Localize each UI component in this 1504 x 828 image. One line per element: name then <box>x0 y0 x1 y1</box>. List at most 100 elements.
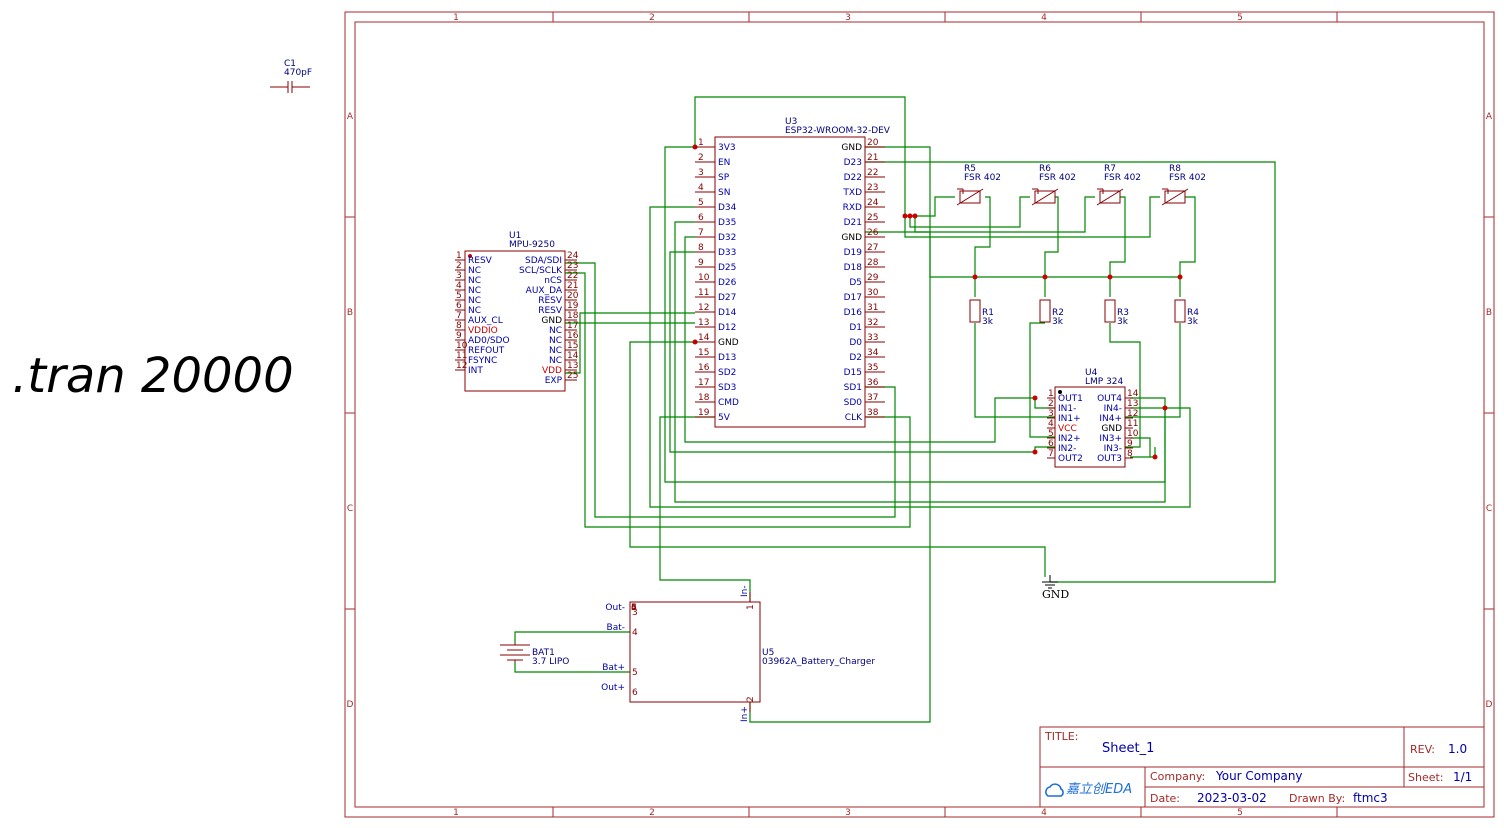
u3-pin-num: 17 <box>698 378 709 388</box>
tb-drawn-value[interactable]: ftmc3 <box>1353 791 1388 805</box>
frame-col-top: 3 <box>845 13 851 23</box>
u1-pin-num: 7 <box>456 311 462 321</box>
u3-pin-name: D1 <box>849 323 862 333</box>
u1-pin-num: 25 <box>567 371 578 381</box>
u4-pin-num: 9 <box>1127 439 1133 449</box>
u1-pin-num: 11 <box>456 351 467 361</box>
u3-pin-num: 23 <box>867 183 878 193</box>
u3-pin-name: D33 <box>718 248 736 258</box>
module-u5-charger[interactable]: U5 03962A_Battery_Charger In- 1 In+ 2 34… <box>601 585 875 722</box>
u3-pin-num: 12 <box>698 303 709 313</box>
u3-pin-num: 30 <box>867 288 879 298</box>
u5-pin-num: 3 <box>632 608 638 618</box>
u3-pin-name: D35 <box>718 218 736 228</box>
u1-pin-name: NC <box>468 276 481 286</box>
capacitor-c1[interactable]: C1 470pF <box>270 59 312 93</box>
u3-pin-num: 31 <box>867 303 878 313</box>
tb-logo-text: 嘉立创EDA <box>1066 782 1132 797</box>
spice-directive[interactable]: .tran 20000 <box>12 348 294 404</box>
u1-pin-name: SDA/SDI <box>525 256 562 266</box>
u3-pin-name: TXD <box>842 188 862 198</box>
u4-pin-name: OUT3 <box>1097 454 1122 464</box>
u4-pin-name: IN2+ <box>1058 434 1081 444</box>
frame-col-bottom: 1 <box>453 808 459 818</box>
frame-row-left: C <box>347 504 353 514</box>
u1-pin-name: AUX_DA <box>526 286 563 296</box>
u4-pin-num: 12 <box>1127 409 1138 419</box>
u3-pin-name: SN <box>718 188 730 198</box>
tb-rev-value[interactable]: 1.0 <box>1448 742 1467 756</box>
u3-value: ESP32-WROOM-32-DEV <box>785 126 891 136</box>
junctions <box>692 144 1183 460</box>
u3-pin-num: 11 <box>698 288 709 298</box>
frame-col-bottom: 2 <box>649 808 655 818</box>
u5-pin-1-num: 1 <box>746 604 756 610</box>
tb-company-label: Company: <box>1150 770 1205 783</box>
u3-pin-name: D34 <box>718 203 737 213</box>
u1-pin-name: VDDIO <box>468 326 498 336</box>
fsr-value: FSR 402 <box>1104 173 1141 183</box>
u4-pin-num: 10 <box>1127 429 1139 439</box>
tb-date-value[interactable]: 2023-03-02 <box>1197 791 1267 805</box>
u3-pin-name: D0 <box>849 338 862 348</box>
u5-pin-num: 4 <box>632 628 638 638</box>
u1-pin-num: 3 <box>456 271 462 281</box>
u3-pin-num: 14 <box>698 333 710 343</box>
u4-pin-name: OUT2 <box>1058 454 1083 464</box>
wires <box>514 96 1276 723</box>
tb-sheet-value: 1/1 <box>1453 770 1472 784</box>
u3-pin-num: 1 <box>698 138 704 148</box>
u3-pin-name: 5V <box>718 413 731 423</box>
gnd-label: GND <box>1042 588 1069 601</box>
tb-title-value[interactable]: Sheet_1 <box>1102 741 1154 756</box>
gnd-symbol[interactable]: GND <box>1042 575 1069 601</box>
resistor-ref: R2 <box>1052 308 1064 318</box>
u3-pin-num: 18 <box>698 393 710 403</box>
u3-pin-name: D2 <box>849 353 862 363</box>
u3-pin-num: 9 <box>698 258 704 268</box>
frame-row-right: A <box>1486 112 1493 122</box>
frame-col-top: 2 <box>649 13 655 23</box>
tb-company-value[interactable]: Your Company <box>1215 769 1303 783</box>
u4-pin-num: 1 <box>1048 389 1054 399</box>
resistor-ref: R1 <box>982 308 994 318</box>
u1-pin-name: AD0/SDO <box>468 336 510 346</box>
u3-pin-num: 20 <box>867 138 879 148</box>
frame-row-left: B <box>347 308 353 318</box>
u5-pin-in-minus-name: In- <box>740 585 750 597</box>
u1-pin-name: RESV <box>538 306 563 316</box>
frame-row-right: B <box>1486 308 1492 318</box>
frame-row-left: A <box>347 112 354 122</box>
u1-pin-name: NC <box>549 336 562 346</box>
u3-pin-name: D16 <box>844 308 863 318</box>
u1-pin-name: FSYNC <box>468 356 497 366</box>
fsr-ref: R8 <box>1169 164 1181 174</box>
u3-pin-num: 16 <box>698 363 710 373</box>
resistor-value: 3k <box>1052 317 1064 327</box>
u4-pin-name: VCC <box>1058 424 1077 434</box>
tb-date-label: Date: <box>1150 792 1180 805</box>
fsr-value: FSR 402 <box>1169 173 1206 183</box>
battery-bat1[interactable]: BAT1 3.7 LIPO <box>500 643 569 667</box>
u1-pin-num: 19 <box>567 301 579 311</box>
u3-pin-num: 15 <box>698 348 709 358</box>
u4-pin-num: 3 <box>1048 409 1054 419</box>
fsr-ref: R5 <box>964 164 976 174</box>
resistor-value: 3k <box>1117 317 1129 327</box>
u3-pin-name: D27 <box>718 293 736 303</box>
u4-pin-num: 4 <box>1048 419 1054 429</box>
u4-pin-name: IN2- <box>1058 444 1076 454</box>
